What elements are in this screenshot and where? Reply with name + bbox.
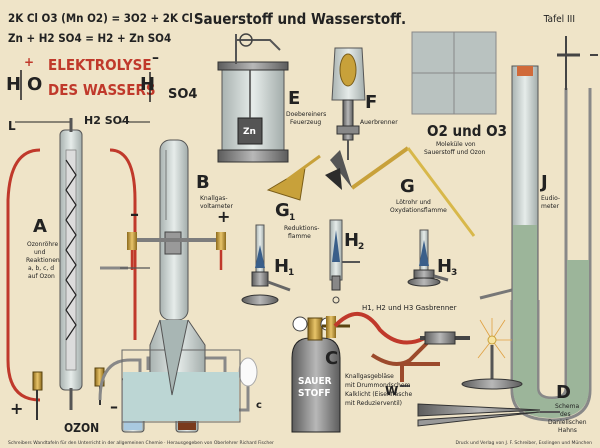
gas-burners	[241, 219, 449, 306]
oxygen-molecules	[411, 31, 497, 115]
label-f: F	[365, 92, 377, 113]
label-e-text2: Feuerzeug	[290, 119, 321, 126]
so4-label: SO4	[168, 87, 197, 102]
voltameter-plus: +	[217, 207, 230, 226]
label-c-text4: mit Reduzierventil)	[345, 400, 402, 407]
voltameter: – +	[120, 139, 241, 423]
ozone-minus: –	[110, 397, 118, 416]
zinc-label: Zn	[243, 127, 256, 137]
plus-sign: +	[24, 55, 34, 69]
label-o-text3: Sauerstoff und Ozon	[424, 149, 486, 156]
label-e-text1: Doebereiners	[286, 111, 326, 118]
label-h2-sub: 2	[358, 242, 364, 252]
label-g1-text2: flamme	[288, 233, 311, 240]
footer-right: Druck und Verlag von J. F. Schreiber, Es…	[455, 440, 592, 446]
label-b-text1: Knallgas-	[200, 195, 228, 202]
label-g1: G	[275, 200, 290, 221]
label-d-text1: Schema	[555, 403, 579, 410]
formula-kclo3: 2K Cl O3 (Mn O2) = 3O2 + 2K Cl	[8, 11, 193, 25]
label-c-text2: mit Drummondschem	[345, 382, 411, 389]
oxygen-bottle-label-1: SAUER	[298, 376, 332, 387]
label-a: A	[33, 216, 47, 237]
label-c-text1: Knallgasgebläse	[345, 373, 394, 380]
label-g1-sub: 1	[289, 213, 295, 223]
label-j-text1: Eudio-	[541, 195, 560, 202]
label-a-text5: auf Ozon	[28, 273, 55, 280]
svg-text:H: H	[6, 74, 21, 95]
label-h2: H	[344, 230, 359, 251]
ozone-plus: +	[10, 399, 23, 418]
elektrolyse-label-2: DES WASSERS	[48, 81, 156, 99]
oxyhydrogen-blowpipe: SAUER STOFF	[291, 312, 523, 433]
ozon-label: OZON	[64, 421, 99, 435]
formula-zinc: Zn + H2 SO4 = H2 + Zn SO4	[8, 31, 171, 45]
label-a-text1: Ozonröhre	[27, 241, 58, 248]
label-b: B	[196, 172, 210, 193]
poster-title: Sauerstoff und Wasserstoff.	[194, 10, 406, 28]
label-h1: H	[274, 256, 289, 277]
label-h-text: H1, H2 und H3 Gasbrenner	[362, 304, 457, 312]
label-o: O2 und O3	[427, 122, 507, 140]
eudiometer	[479, 36, 598, 422]
elektrolyse-label-1: ELEKTROLYSE	[48, 56, 152, 74]
doebereiner-lighter: Zn	[217, 33, 289, 163]
label-d-text2: des	[560, 411, 571, 418]
oxygen-bottle-label-2: STOFF	[298, 388, 331, 399]
ozone-apparatus: + – OZON	[6, 118, 137, 435]
label-g-text2: Oxydationsflamme	[390, 207, 447, 214]
l-label: L	[8, 119, 16, 133]
label-w: W	[385, 384, 398, 398]
label-j-text2: meter	[541, 203, 560, 210]
label-e: E	[288, 88, 300, 109]
label-d: D	[556, 382, 571, 403]
footer-left: Schreibers Wandtafeln für den Unterricht…	[8, 440, 274, 446]
label-j: J	[539, 172, 548, 193]
label-a-text3: Reaktionen	[26, 257, 60, 264]
svg-text:H: H	[140, 74, 155, 95]
label-h3: H	[437, 256, 452, 277]
label-a-text4: a, b, c, d	[28, 265, 54, 272]
blowpipe	[266, 146, 476, 237]
label-b-text2: voltameter	[200, 203, 233, 210]
label-o-text2: Moleküle von	[436, 141, 476, 148]
label-h3-sub: 3	[451, 268, 457, 278]
label-c: C	[325, 348, 338, 369]
h2so4-label: H2 SO4	[84, 114, 130, 127]
label-c-text3: Kalklicht (Eisenflasche	[345, 391, 412, 398]
voltameter-minus: –	[130, 204, 139, 225]
label-a-text2: und	[34, 249, 46, 256]
label-d-text3: Daniellschen	[548, 419, 587, 426]
tube-c-label: c	[256, 400, 262, 411]
svg-text:O: O	[27, 74, 42, 95]
label-h1-sub: 1	[288, 268, 294, 278]
daniell-tap	[417, 403, 560, 427]
auer-burner	[331, 47, 366, 160]
minus-sign: –	[152, 50, 159, 66]
label-g: G	[400, 176, 415, 197]
label-g1-text1: Reduktions-	[284, 225, 319, 232]
label-f-text1: Auerbrenner	[360, 119, 398, 126]
label-d-text4: Hahns	[558, 427, 577, 434]
label-g-text1: Lötrohr und	[396, 199, 431, 206]
plate-number: Tafel III	[543, 14, 575, 25]
electrolysis-formula: H O + ELEKTROLYSE DES WASSERS H SO4 – L …	[6, 50, 197, 133]
